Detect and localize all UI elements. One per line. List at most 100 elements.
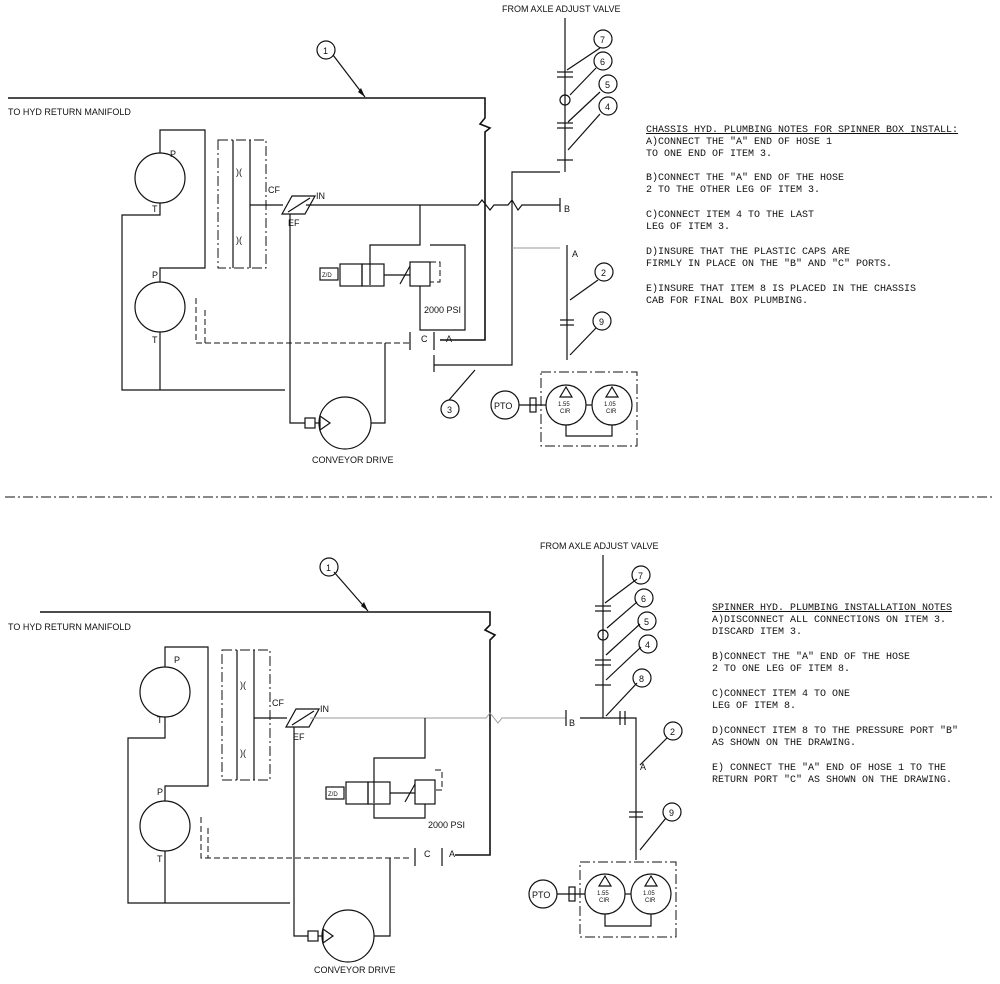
bottom-relief-valve xyxy=(414,779,436,805)
bottom-balloon-4-text: 4 xyxy=(645,640,650,650)
bottom-relief-pilot xyxy=(435,769,443,791)
bottom-note-b1: B)CONNECT THE "A" END OF THE HOSE xyxy=(712,651,910,663)
top-relief-pilot xyxy=(430,261,441,283)
bottom-cf-label: CF xyxy=(272,698,284,708)
bottom-pump-lower-t: T xyxy=(157,854,163,864)
bottom-notes-title: SPINNER HYD. PLUMBING INSTALLATION NOTES xyxy=(712,603,952,614)
top-balloon-5-text: 5 xyxy=(605,80,610,90)
top-balloon-4-text: 4 xyxy=(605,102,610,112)
bottom-pressure-label: 2000 PSI xyxy=(428,820,465,830)
top-notes-title: CHASSIS HYD. PLUMBING NOTES FOR SPINNER … xyxy=(646,125,958,136)
bottom-from-valve-label: FROM AXLE ADJUST VALVE xyxy=(540,541,659,551)
top-balloon-2 xyxy=(594,262,614,282)
top-balloon-9 xyxy=(592,311,612,331)
top-solenoid-box xyxy=(319,267,339,281)
bottom-balloon-8 xyxy=(632,668,652,688)
top-note-a1: A)CONNECT THE "A" END OF HOSE 1 xyxy=(646,136,832,148)
bottom-leader-4 xyxy=(605,646,642,681)
top-note-c1: C)CONNECT ITEM 4 TO THE LAST xyxy=(646,209,814,221)
top-flow-divider-box xyxy=(217,139,267,269)
bottom-note-c2: LEG OF ITEM 8. xyxy=(712,701,796,712)
top-valve-supply xyxy=(369,205,421,285)
bottom-pump-lower-p: P xyxy=(157,787,163,797)
top-ef-label: EF xyxy=(288,218,300,228)
top-balloon-7 xyxy=(593,29,613,49)
top-return-hose xyxy=(8,97,492,341)
top-note-b2: 2 TO THE OTHER LEG OF ITEM 3. xyxy=(646,185,820,196)
top-valve-envelope-b xyxy=(361,263,385,287)
top-balloon-4 xyxy=(598,96,618,116)
bottom-gear-pump-right-arrow xyxy=(643,874,659,887)
top-pto-label: PTO xyxy=(494,401,512,411)
bottom-note-a2: DISCARD ITEM 3. xyxy=(712,627,802,638)
top-cir-left-unit: CIR xyxy=(560,409,571,415)
top-valve-envelope-a xyxy=(339,263,363,287)
bottom-balloon-6-text: 6 xyxy=(641,594,646,604)
bottom-note-d2: AS SHOWN ON THE DRAWING. xyxy=(712,738,856,749)
top-conveyor-motor xyxy=(318,396,372,450)
top-hose2-a-label: A xyxy=(572,249,578,259)
bottom-gear-pump-left-arrow xyxy=(597,874,613,887)
bottom-balloon-2 xyxy=(663,721,683,741)
bottom-pump-suction xyxy=(604,914,652,927)
top-note-e1: E)INSURE THAT ITEM 8 IS PLACED IN THE CH… xyxy=(646,283,916,295)
top-orifice-1: )( xyxy=(236,167,242,177)
bottom-note-e2: RETURN PORT "C" AS SHOWN ON THE DRAWING. xyxy=(712,774,952,786)
bottom-leader-7 xyxy=(604,578,638,604)
bottom-solenoid-symbol: Z/D xyxy=(328,792,338,798)
bottom-tee-item8 xyxy=(580,717,637,860)
top-pressure-label: 2000 PSI xyxy=(424,305,461,315)
top-cir-right: 1.05 xyxy=(604,402,616,408)
bottom-priority-valve xyxy=(284,708,321,728)
bottom-balloon-6 xyxy=(634,588,654,608)
bottom-hose2-a-label: A xyxy=(640,762,646,772)
top-cf-label: CF xyxy=(268,185,280,195)
top-from-valve-label: FROM AXLE ADJUST VALVE xyxy=(502,4,621,14)
bottom-conveyor-fitting xyxy=(307,930,319,942)
bottom-note-c1: C)CONNECT ITEM 4 TO ONE xyxy=(712,688,850,700)
bottom-pump-upper-p: P xyxy=(174,655,180,665)
bottom-return-hose xyxy=(40,611,497,856)
bottom-cir-left: 1.55 xyxy=(597,891,609,897)
top-note-c2: LEG OF ITEM 3. xyxy=(646,222,730,233)
top-note-b1: B)CONNECT THE "A" END OF THE HOSE xyxy=(646,172,844,184)
bottom-drain-line xyxy=(200,817,410,859)
top-leader-2 xyxy=(569,279,599,301)
top-port-c-label: C xyxy=(421,334,428,344)
top-check-valve-5 xyxy=(559,94,571,106)
bottom-relief-return xyxy=(373,804,426,819)
top-balloon-3 xyxy=(440,399,460,419)
bottom-valve-envelope-a xyxy=(345,781,369,805)
bottom-flow-divider-box xyxy=(221,649,271,781)
bottom-conveyor-arrow xyxy=(322,927,335,945)
top-pump-unit-box xyxy=(540,371,638,447)
top-conveyor-arrow xyxy=(319,414,332,432)
top-pto-coupling xyxy=(529,397,537,413)
bottom-return-manifold-label: TO HYD RETURN MANIFOLD xyxy=(8,622,131,632)
bottom-leader-8 xyxy=(605,682,638,717)
top-note-d2: FIRMLY IN PLACE ON THE "B" AND "C" PORTS… xyxy=(646,258,892,270)
top-arrowhead-1 xyxy=(358,88,365,97)
top-in-label: IN xyxy=(316,191,325,201)
top-pump-lower-p: P xyxy=(152,270,158,280)
top-balloon-1-text: 1 xyxy=(323,46,328,56)
top-gear-pump-right-arrow xyxy=(604,385,620,398)
bottom-ef-line xyxy=(293,727,308,937)
top-relief-valve xyxy=(409,261,431,287)
bottom-pto-coupling xyxy=(568,886,576,902)
top-conveyor-fitting xyxy=(304,417,316,429)
top-balloon-1 xyxy=(316,40,336,60)
top-balloon-7-text: 7 xyxy=(600,35,605,45)
bottom-leader-5 xyxy=(605,623,641,656)
bottom-port-c-label: C xyxy=(424,849,431,859)
top-diagram: FROM AXLE ADJUST VALVE TO HYD RETURN MAN… xyxy=(8,4,958,465)
top-balloon-6 xyxy=(593,51,613,71)
bottom-note-a1: A)DISCONNECT ALL CONNECTIONS ON ITEM 3. xyxy=(712,614,946,626)
top-pump-tank-line xyxy=(121,203,285,391)
bottom-balloon-7 xyxy=(631,565,651,585)
top-cir-left: 1.55 xyxy=(558,402,570,408)
bottom-priority-valve-arrow xyxy=(291,710,315,726)
top-pump-upper-t: T xyxy=(152,204,158,214)
top-note-e2: CAB FOR FINAL BOX PLUMBING. xyxy=(646,296,808,307)
top-solenoid-symbol: Z/D xyxy=(322,273,332,279)
